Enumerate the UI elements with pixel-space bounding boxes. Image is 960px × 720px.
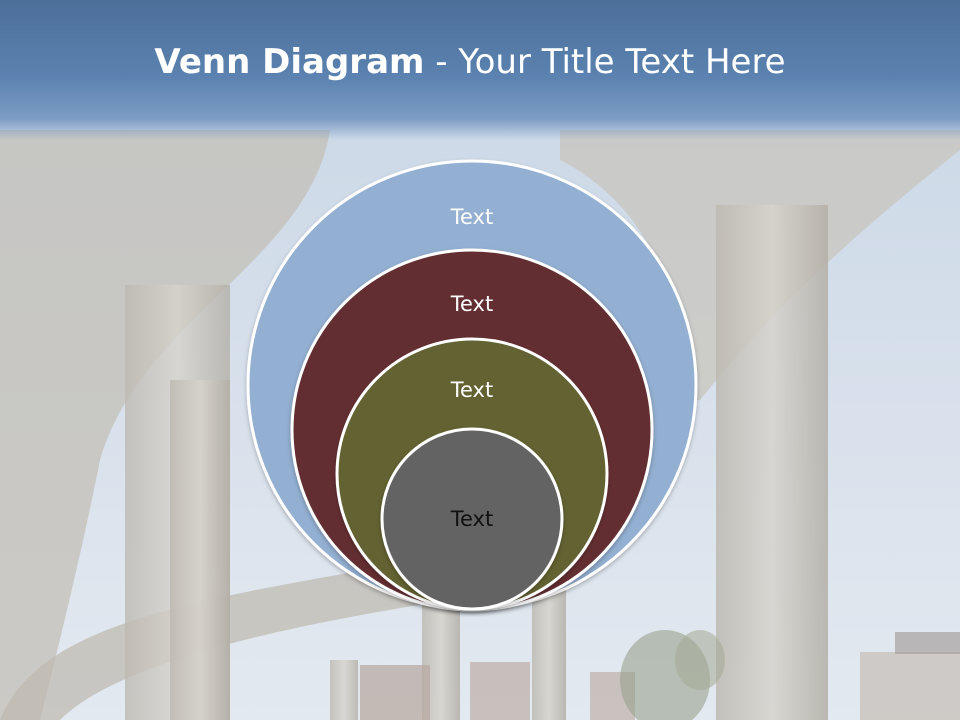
outer-circle-label[interactable]: Text — [450, 205, 494, 229]
third-circle-label[interactable]: Text — [450, 378, 494, 402]
inner-circle[interactable] — [380, 427, 564, 611]
title-bold: Venn Diagram — [154, 42, 425, 82]
title-rest: - Your Title Text Here — [424, 42, 786, 82]
title-band — [0, 0, 960, 140]
inner-circle-label[interactable]: Text — [450, 507, 494, 531]
slide-title: Venn Diagram - Your Title Text Here — [0, 40, 940, 84]
second-circle-label[interactable]: Text — [450, 292, 494, 316]
